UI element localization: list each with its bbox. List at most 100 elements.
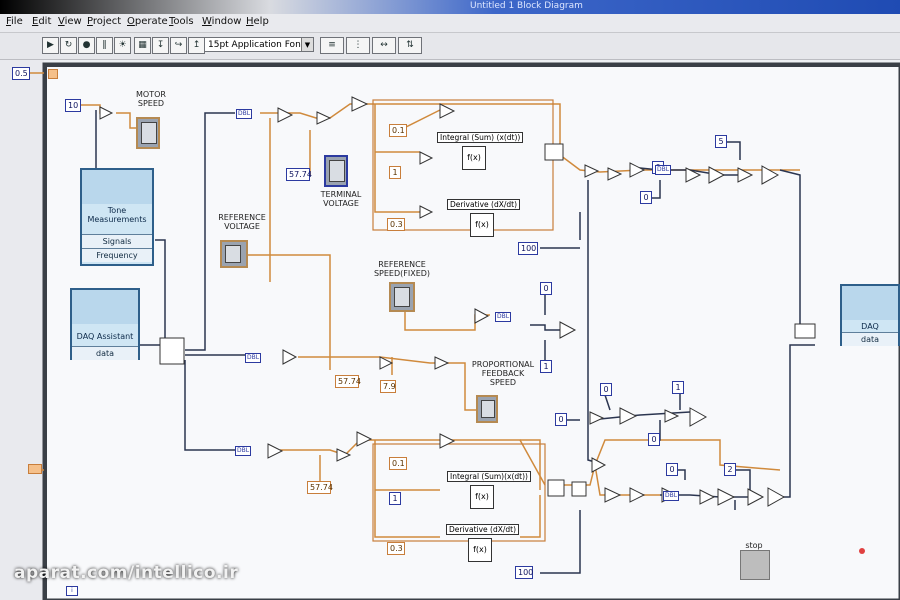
reference-speed-label: REFERENCE SPEED(FIXED) — [373, 260, 431, 278]
tone-measurements-waveform-icon — [82, 170, 152, 204]
daq-assistant2-express-vi[interactable]: DAQ Assistant2 data — [840, 284, 900, 346]
terminal-voltage-indicator[interactable] — [324, 155, 348, 187]
motor-speed-label: MOTOR SPEED — [136, 90, 166, 108]
tone-signals-terminal[interactable]: Signals — [82, 234, 152, 248]
numeric-constant[interactable]: 10 — [65, 99, 82, 112]
integral-subvi-label: Integral (Sum) (x(dt)) — [437, 132, 524, 143]
numeric-constant[interactable]: 0 — [648, 433, 660, 446]
proportional-feedback-label: PROPORTIONAL FEEDBACK SPEED — [471, 360, 535, 387]
align-objects-icon[interactable]: ≡ — [320, 37, 344, 54]
numeric-display-icon — [329, 160, 345, 182]
chevron-down-icon[interactable]: ▼ — [301, 38, 313, 51]
numeric-control-icon — [394, 287, 410, 307]
daq-assistant-express-vi[interactable]: DAQ Assistant data — [70, 288, 140, 360]
daq-assistant-title: DAQ Assistant — [76, 332, 134, 341]
toolbar: ▶ ↻ ● ‖ ☀ ▦ ↧ ↪ ↥ 15pt Application Font … — [0, 33, 900, 60]
reference-speed-control[interactable] — [389, 282, 415, 312]
motor-speed-indicator[interactable] — [136, 117, 160, 149]
window-title: Untitled 1 Block Diagram — [470, 1, 583, 11]
conversion-node[interactable]: DBL — [663, 491, 679, 501]
reference-voltage-label: REFERENCE VOLTAGE — [218, 213, 266, 231]
step-into-icon[interactable]: ↧ — [152, 37, 169, 54]
numeric-constant[interactable]: 0.3 — [387, 218, 405, 231]
menu-tools[interactable]: Tools — [169, 16, 194, 27]
conversion-node[interactable]: DBL — [236, 109, 252, 119]
menu-window[interactable]: Window — [202, 16, 242, 27]
numeric-constant[interactable]: 57.74 — [335, 375, 361, 388]
numeric-constant[interactable]: 1 — [672, 381, 684, 394]
tone-measurements-title: Tone Measurements — [87, 206, 147, 224]
distribute-objects-icon[interactable]: ⋮ — [346, 37, 370, 54]
menu-project[interactable]: Project — [87, 16, 122, 27]
numeric-constant[interactable]: 100 — [515, 566, 533, 579]
numeric-constant[interactable]: 57.74 — [286, 168, 312, 181]
pause-icon[interactable]: ‖ — [96, 37, 113, 54]
abort-icon[interactable]: ● — [78, 37, 95, 54]
loop-tunnel[interactable] — [28, 464, 42, 474]
numeric-constant[interactable]: 57.74 — [307, 481, 333, 494]
numeric-constant[interactable]: 0 — [640, 191, 652, 204]
conversion-node[interactable]: DBL — [655, 165, 671, 175]
conversion-node[interactable]: DBL — [495, 312, 511, 322]
run-continuously-icon[interactable]: ↻ — [60, 37, 77, 54]
numeric-constant[interactable]: 0 — [666, 463, 678, 476]
menu-view[interactable]: View — [58, 16, 82, 27]
step-out-icon[interactable]: ↥ — [188, 37, 205, 54]
run-arrow-icon[interactable]: ▶ — [42, 37, 59, 54]
numeric-display-icon — [141, 122, 157, 144]
stop-label: stop — [745, 541, 763, 550]
font-select-value: 15pt Application Font — [208, 40, 305, 50]
numeric-constant[interactable]: 0.1 — [389, 124, 407, 137]
daq-assistant-icon — [72, 290, 138, 324]
menu-help[interactable]: Help — [246, 16, 269, 27]
integral-subvi-label: Integral (Sum)(x(dt)) — [447, 471, 531, 482]
daq-assistant-icon — [842, 286, 898, 320]
font-select[interactable]: 15pt Application Font ▼ — [204, 37, 314, 52]
integral-subvi[interactable]: f(x) — [462, 146, 486, 170]
numeric-constant[interactable]: 0 — [600, 383, 612, 396]
numeric-constant[interactable]: 0.1 — [389, 457, 407, 470]
daq-data-terminal[interactable]: data — [72, 346, 138, 360]
shift-register-terminal[interactable] — [48, 69, 58, 79]
title-bar: Untitled 1 Block Diagram — [0, 0, 900, 14]
left-gutter — [0, 60, 44, 600]
highlight-execution-icon[interactable]: ☀ — [114, 37, 131, 54]
numeric-constant[interactable]: 0.5 — [12, 67, 30, 80]
integral-subvi[interactable]: f(x) — [470, 485, 494, 509]
conversion-node[interactable]: DBL — [245, 353, 261, 363]
derivative-subvi[interactable]: f(x) — [470, 213, 494, 237]
numeric-constant[interactable]: 0 — [540, 282, 552, 295]
tone-measurements-express-vi[interactable]: Tone Measurements Signals Frequency — [80, 168, 154, 266]
menu-file[interactable]: File — [6, 16, 23, 27]
numeric-constant[interactable]: 100 — [518, 242, 538, 255]
derivative-subvi-label: Derivative (dX/dt) — [447, 199, 521, 210]
derivative-subvi-label: Derivative (dX/dt) — [446, 524, 520, 535]
numeric-constant[interactable]: 0.3 — [387, 542, 405, 555]
menu-operate[interactable]: Operate — [127, 16, 168, 27]
numeric-constant[interactable]: 1 — [389, 492, 401, 505]
resize-objects-icon[interactable]: ↔ — [372, 37, 396, 54]
menu-edit[interactable]: Edit — [32, 16, 52, 27]
reorder-icon[interactable]: ⇅ — [398, 37, 422, 54]
numeric-constant[interactable]: 1 — [540, 360, 552, 373]
numeric-constant[interactable]: 2 — [724, 463, 736, 476]
numeric-constant[interactable]: 7.9 — [380, 380, 396, 393]
numeric-constant[interactable]: 1 — [389, 166, 401, 179]
retain-wire-values-icon[interactable]: ▦ — [134, 37, 151, 54]
proportional-feedback-indicator[interactable] — [476, 395, 498, 423]
conversion-node[interactable]: DBL — [235, 446, 251, 456]
stop-button[interactable] — [740, 550, 770, 580]
numeric-constant[interactable]: 5 — [715, 135, 727, 148]
menu-bar: File Edit View Project Operate Tools Win… — [0, 14, 900, 33]
iteration-terminal: i — [66, 586, 78, 596]
reference-voltage-control[interactable] — [220, 240, 248, 268]
numeric-constant[interactable]: 0 — [555, 413, 567, 426]
knob-icon — [225, 245, 241, 263]
daq2-data-terminal[interactable]: data — [842, 332, 898, 346]
numeric-display-icon — [481, 400, 495, 418]
derivative-subvi[interactable]: f(x) — [468, 538, 492, 562]
tone-frequency-terminal[interactable]: Frequency — [82, 248, 152, 262]
step-over-icon[interactable]: ↪ — [170, 37, 187, 54]
